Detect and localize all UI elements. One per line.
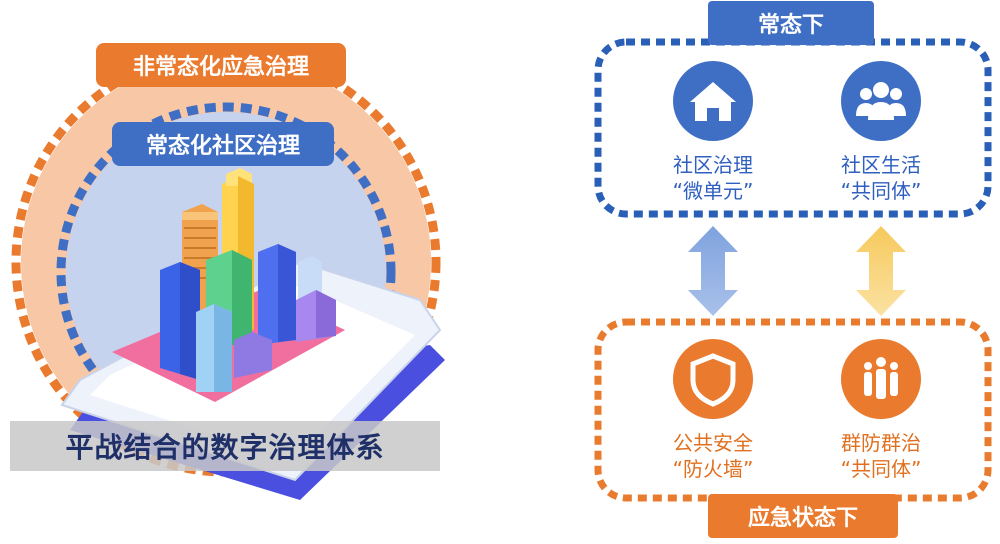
system-caption: 平战结合的数字治理体系 (10, 421, 440, 471)
city-buildings (160, 168, 336, 392)
emergency-item-1-label: 公共安全“防火墙” (672, 431, 754, 481)
house-icon (673, 61, 753, 141)
bidirectional-arrow-left (688, 226, 738, 316)
bidirectional-arrow-right (856, 226, 906, 316)
inner-normal-label: 常态化社区治理 (112, 122, 334, 166)
people-group-icon (841, 61, 921, 141)
emergency-state-title: 应急状态下 (708, 494, 898, 538)
normal-state-title: 常态下 (708, 1, 874, 45)
normal-item-1-label: 社区治理“微单元” (672, 153, 754, 203)
crowd-icon (841, 339, 921, 419)
emergency-item-2-label: 群防群治“共同体” (840, 431, 922, 481)
outer-emergency-label: 非常态化应急治理 (96, 43, 346, 87)
normal-item-2-label: 社区生活“共同体” (840, 153, 922, 203)
shield-icon (673, 339, 753, 419)
